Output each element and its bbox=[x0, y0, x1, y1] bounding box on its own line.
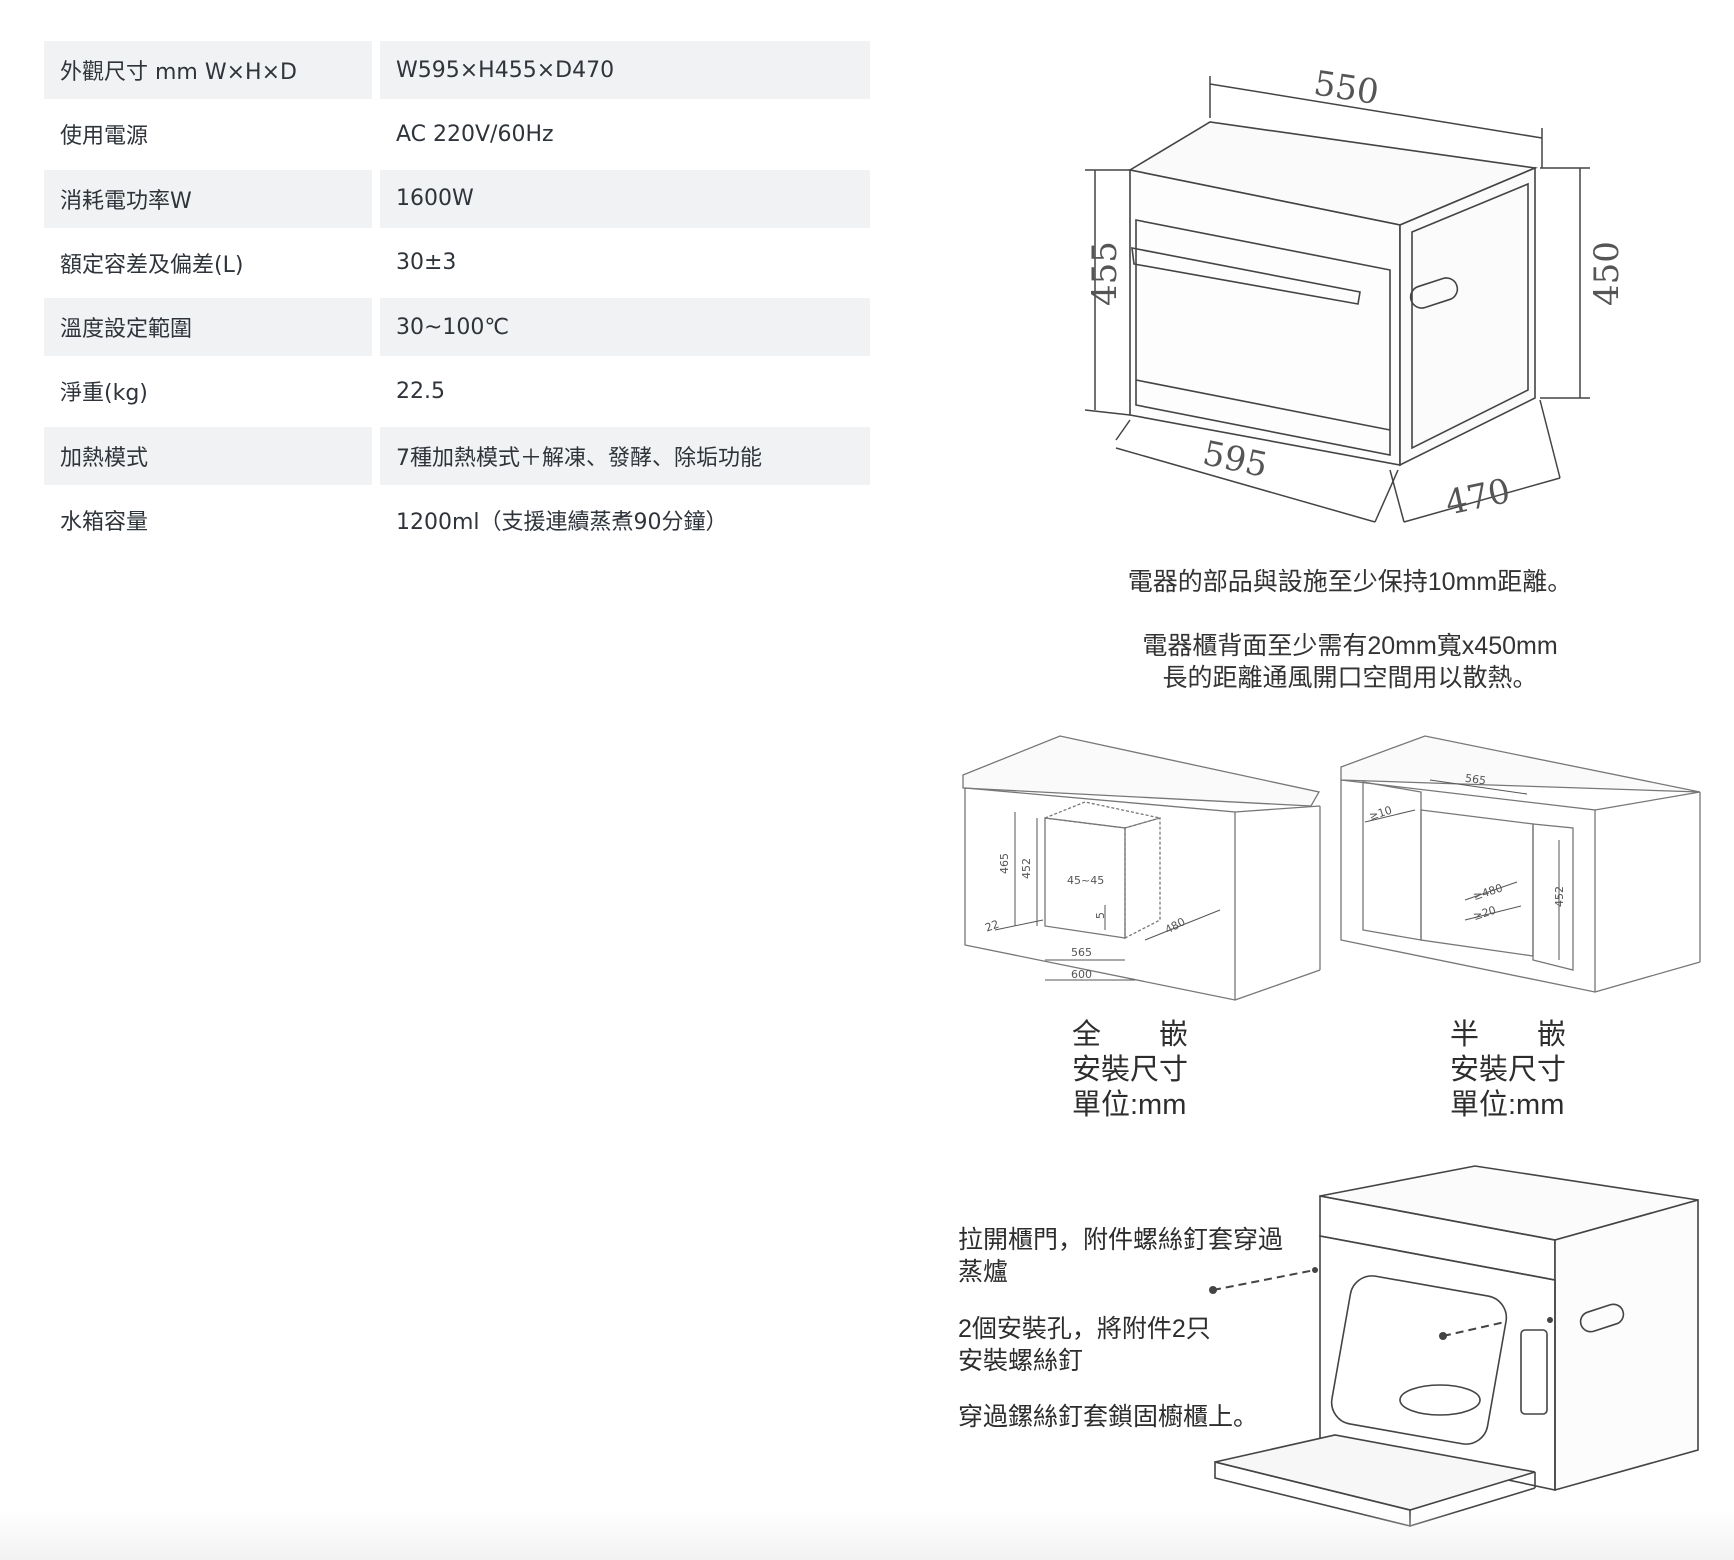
open-oven-illustration bbox=[1209, 1165, 1699, 1528]
instruction-step-3: 穿過鏍絲釘套鎖固櫥櫃上。 bbox=[958, 1403, 1259, 1431]
full-dim-h1: 465 bbox=[998, 853, 1011, 874]
spec-value: 7種加熱模式＋解凍、發酵、除垢功能 bbox=[380, 426, 870, 485]
oven-dimension-diagram: 550 455 450 595 470 bbox=[1084, 63, 1627, 524]
page-bottom-fade bbox=[0, 1510, 1734, 1560]
full-dim-h2: 452 bbox=[1020, 858, 1033, 879]
spec-row: 水箱容量 1200ml（支援連續蒸煮90分鐘） bbox=[44, 491, 870, 549]
spec-value: 1200ml（支援連續蒸煮90分鐘） bbox=[396, 510, 728, 536]
half-dim-top: 565 bbox=[1464, 772, 1487, 788]
full-dim-w1: 565 bbox=[1071, 946, 1092, 959]
dim-top-label: 550 bbox=[1311, 63, 1381, 113]
vent-note-line1: 電器櫃背面至少需有20mm寬x450mm bbox=[1142, 632, 1558, 660]
half-dim-depth: ≥480 bbox=[1472, 881, 1505, 903]
spec-value: W595×H455×D470 bbox=[380, 41, 870, 99]
spec-label: 水箱容量 bbox=[60, 510, 149, 536]
full-dim-bottom: 22 bbox=[983, 918, 1001, 935]
half-dim-gap: ≥20 bbox=[1472, 904, 1498, 924]
dim-depth-label: 470 bbox=[1442, 471, 1514, 524]
half-builtin-diagram: 565 ≥10 ≥480 ≥20 452 bbox=[1340, 735, 1701, 993]
spec-row: 額定容差及偏差(L) 30±3 bbox=[44, 234, 870, 292]
spec-label: 溫度設定範圍 bbox=[44, 298, 372, 357]
vent-note-line2: 長的距離通風開口空間用以散熱。 bbox=[1162, 664, 1538, 692]
spec-value: 22.5 bbox=[396, 378, 445, 404]
spec-label: 消耗電功率W bbox=[44, 169, 372, 228]
spec-value: 1600W bbox=[380, 169, 870, 228]
full-builtin-caption: 全嵌 安裝尺寸 單位:mm bbox=[1072, 1018, 1188, 1123]
full-dim-depth: 480 bbox=[1163, 915, 1188, 936]
spec-label: 額定容差及偏差(L) bbox=[60, 252, 244, 278]
half-builtin-caption: 半嵌 安裝尺寸 單位:mm bbox=[1450, 1018, 1566, 1123]
full-builtin-title: 全嵌 bbox=[1072, 1019, 1189, 1051]
full-builtin-size-label: 安裝尺寸 bbox=[1072, 1054, 1189, 1086]
spec-row: 消耗電功率W 1600W bbox=[44, 169, 870, 228]
spec-label: 使用電源 bbox=[60, 124, 149, 150]
dim-width-label: 595 bbox=[1199, 433, 1271, 486]
full-dim-five: 5 bbox=[1094, 912, 1107, 919]
spec-row: 使用電源 AC 220V/60Hz bbox=[44, 105, 870, 163]
full-dim-w2: 600 bbox=[1071, 968, 1092, 981]
spec-label: 加熱模式 bbox=[44, 426, 372, 485]
instruction-step-1: 拉開櫃門，附件螺絲釘套穿過 蒸爐 bbox=[958, 1226, 1284, 1286]
dim-right-height-label: 450 bbox=[1587, 241, 1627, 306]
spec-row: 溫度設定範圍 30~100℃ bbox=[44, 298, 870, 357]
half-builtin-size-label: 安裝尺寸 bbox=[1450, 1054, 1567, 1086]
spec-row: 淨重(kg) 22.5 bbox=[44, 362, 870, 420]
half-dim-side: ≥10 bbox=[1368, 804, 1394, 824]
spec-value: 30±3 bbox=[396, 250, 457, 276]
spec-row: 外觀尺寸 mm W×H×D W595×H455×D470 bbox=[44, 41, 870, 99]
half-dim-height: 452 bbox=[1553, 886, 1566, 907]
half-builtin-unit-label: 單位:mm bbox=[1450, 1089, 1565, 1121]
full-builtin-diagram: 465 452 45~45 22 5 565 600 480 bbox=[962, 735, 1321, 1001]
spec-value: AC 220V/60Hz bbox=[396, 121, 554, 147]
spec-label: 外觀尺寸 mm W×H×D bbox=[44, 41, 372, 99]
spec-value: 30~100℃ bbox=[380, 298, 870, 357]
spec-table: 外觀尺寸 mm W×H×D W595×H455×D470 使用電源 AC 220… bbox=[44, 41, 870, 555]
full-builtin-unit-label: 單位:mm bbox=[1072, 1089, 1187, 1121]
dim-left-height-label: 455 bbox=[1085, 241, 1125, 306]
spec-row: 加熱模式 7種加熱模式＋解凍、發酵、除垢功能 bbox=[44, 426, 870, 485]
clearance-note: 電器的部品與設施至少保持10mm距離。 bbox=[1127, 568, 1573, 596]
half-builtin-title: 半嵌 bbox=[1450, 1019, 1567, 1051]
full-dim-gap: 45~45 bbox=[1067, 874, 1104, 887]
spec-label: 淨重(kg) bbox=[60, 381, 148, 407]
instruction-step-2: 2個安裝孔，將附件2只 安裝螺絲釘 bbox=[958, 1315, 1211, 1375]
